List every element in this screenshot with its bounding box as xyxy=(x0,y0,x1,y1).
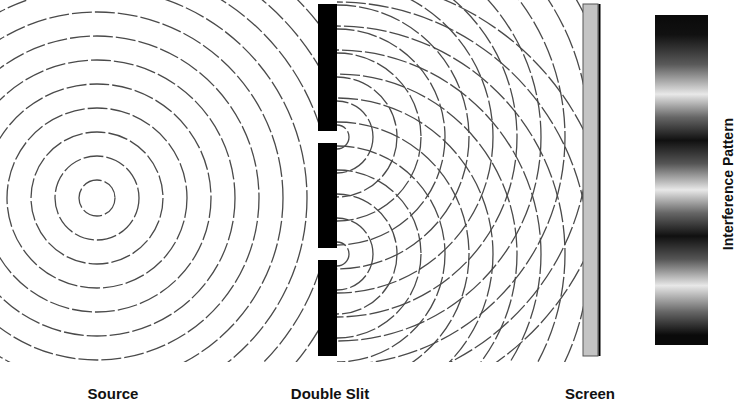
wavefront xyxy=(337,26,565,362)
wavefront xyxy=(0,84,211,312)
wavefront xyxy=(0,60,235,336)
wavefront xyxy=(337,0,493,293)
wavefront xyxy=(337,77,397,197)
axis-label: Screen xyxy=(565,386,615,401)
barrier-bar xyxy=(318,4,337,131)
screen-panel xyxy=(583,4,598,356)
wavefront xyxy=(337,101,373,173)
barrier-bar xyxy=(318,143,337,248)
wavefront xyxy=(0,0,318,362)
axis-label: Source xyxy=(88,386,139,401)
slit-wavefronts xyxy=(337,0,583,362)
wavefront xyxy=(337,29,445,245)
wavefront xyxy=(337,2,583,362)
wavefront xyxy=(337,0,565,362)
wavefront xyxy=(55,156,139,240)
wavefront xyxy=(337,194,397,314)
wavefront xyxy=(337,0,583,362)
wavefront xyxy=(7,108,187,288)
wavefront xyxy=(337,146,445,362)
wavefront xyxy=(337,122,469,362)
source-wavefronts xyxy=(0,0,318,362)
wavefront xyxy=(337,0,583,362)
wavefront xyxy=(337,0,583,362)
wavefront xyxy=(337,5,469,269)
wavefront xyxy=(0,0,318,362)
interference-pattern xyxy=(655,15,708,345)
barrier-bar xyxy=(318,260,337,356)
axis-label: Double Slit xyxy=(291,386,369,401)
wavefront xyxy=(0,12,283,362)
wavefront xyxy=(31,132,163,264)
wavefront xyxy=(337,98,493,362)
pattern-label: Interference Pattern xyxy=(721,118,735,250)
wavefront xyxy=(337,170,421,338)
wavefront xyxy=(0,0,307,362)
double-slit-barrier xyxy=(318,4,337,356)
screen xyxy=(583,4,600,356)
wavefront xyxy=(337,218,373,290)
wavefront xyxy=(337,242,349,266)
screen-edge xyxy=(599,4,601,356)
wavefront xyxy=(337,74,517,362)
wavefront xyxy=(337,50,541,362)
wavefront xyxy=(79,180,115,216)
wavefront xyxy=(0,36,259,360)
wavefront xyxy=(0,0,318,362)
wavefront xyxy=(0,0,318,362)
